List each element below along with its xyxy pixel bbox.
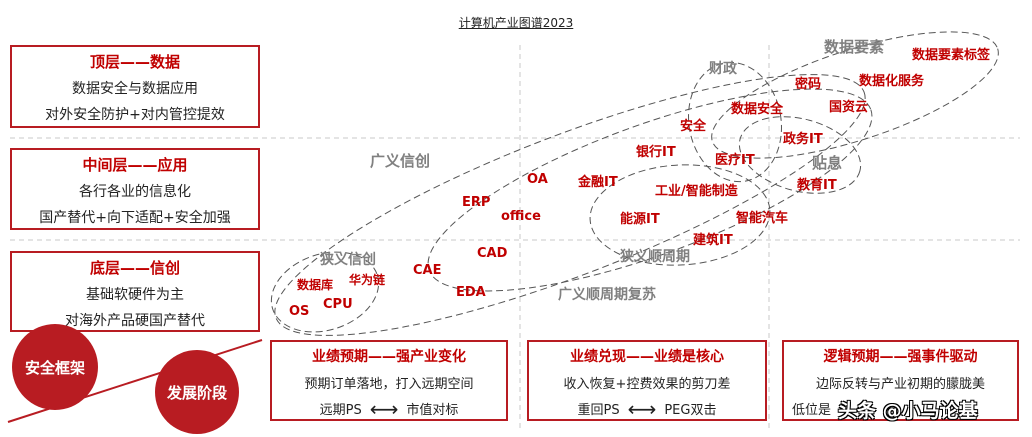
subsidy-ellipse (738, 116, 862, 194)
finance-ellipse (688, 61, 782, 183)
stage-right: 市值对标 (406, 403, 459, 418)
stage-left: 远期PS (319, 403, 362, 418)
item-data-security: 数据安全 (731, 102, 784, 117)
item-industrial: 工业/智能制造 (655, 184, 738, 199)
layer-line: 对外安全防护+对内管控提效 (45, 107, 225, 123)
broad-cycle-ellipse (427, 88, 873, 292)
security-framework-circle: 安全框架 (12, 324, 98, 410)
item-cad: CAD (477, 246, 508, 261)
item-cae: CAE (413, 263, 442, 278)
group-label: 狭义信创 (320, 252, 376, 268)
item-construction-it: 建筑IT (693, 233, 733, 248)
item-crypto: 密码 (795, 77, 822, 92)
broad-xinchuang-ellipse (274, 74, 866, 336)
stage-line: 收入恢复+控费效果的剪刀差 (563, 377, 731, 392)
layer-heading: 顶层——数据 (89, 53, 180, 71)
stage-line: 低位是 (792, 403, 832, 418)
narrow-xinchuang-ellipse (270, 251, 380, 333)
group-label: 财政 (709, 61, 737, 77)
item-erp: ERP (462, 195, 491, 210)
item-data-service: 数据化服务 (859, 74, 925, 89)
page-title: 计算机产业图谱2023 (458, 16, 574, 30)
item-gov-it: 政务IT (783, 132, 823, 147)
stage-box-2: 业绩兑现——业绩是核心 收入恢复+控费效果的剪刀差 重回PS ⟷ PEG双击 (527, 340, 767, 421)
item-database: 数据库 (297, 278, 334, 292)
item-cpu: CPU (323, 297, 353, 312)
layer-line: 国产替代+向下适配+安全加强 (39, 210, 231, 226)
item-os: OS (289, 304, 310, 319)
item-oa: OA (527, 172, 548, 187)
layer-line: 各行各业的信息化 (79, 184, 191, 200)
item-huawei: 华为链 (349, 273, 386, 287)
stage-heading: 逻辑预期——强事件驱动 (823, 349, 978, 365)
layer-heading: 底层——信创 (89, 259, 180, 277)
narrow-cycle-ellipse (589, 164, 771, 266)
item-state-cloud: 国资云 (829, 100, 869, 115)
item-energy-it: 能源IT (620, 212, 660, 227)
item-security: 安全 (680, 119, 707, 134)
double-arrow-icon: ⟷ (369, 396, 399, 421)
stage-box-1: 业绩预期——强产业变化 预期订单落地，打入远期空间 远期PS ⟷ 市值对标 (270, 340, 508, 421)
layer-line: 数据安全与数据应用 (72, 81, 198, 97)
group-label: 贴息 (812, 154, 843, 172)
layer-middle-box: 中间层——应用 各行各业的信息化 国产替代+向下适配+安全加强 (10, 148, 260, 230)
layer-line: 基础软硬件为主 (86, 287, 184, 303)
group-label: 狭义顺周期 (620, 249, 690, 265)
layer-bottom-box: 底层——信创 基础软硬件为主 对海外产品硬国产替代 (10, 251, 260, 332)
layer-heading: 中间层——应用 (82, 156, 188, 174)
item-data-label: 数据要素标签 (912, 48, 991, 63)
item-fin-it: 金融IT (578, 175, 618, 190)
item-edu-it: 教育IT (797, 178, 837, 193)
stage-heading: 业绩兑现——业绩是核心 (570, 349, 724, 365)
group-label: 数据要素 (824, 38, 885, 56)
item-eda: EDA (456, 285, 486, 300)
group-label: 广义信创 (370, 152, 431, 170)
double-arrow-icon: ⟷ (627, 396, 657, 421)
stage-line: 预期订单落地，打入远期空间 (304, 377, 474, 392)
item-bank-it: 银行IT (636, 145, 676, 160)
watermark: 头条 @小马论基 (838, 400, 978, 422)
layer-top-box: 顶层——数据 数据安全与数据应用 对外安全防护+对内管控提效 (10, 45, 260, 128)
stage-box-3: 逻辑预期——强事件驱动 边际反转与产业初期的朦胧美 低位是 (782, 340, 1019, 421)
stage-line: 边际反转与产业初期的朦胧美 (815, 377, 985, 392)
stage-right: PEG双击 (664, 403, 717, 418)
stage-heading: 业绩预期——强产业变化 (312, 349, 466, 365)
item-smart-car: 智能汽车 (736, 211, 789, 226)
group-label: 广义顺周期复苏 (558, 287, 656, 303)
development-stage-circle: 发展阶段 (155, 350, 239, 434)
layer-line: 对海外产品硬国产替代 (65, 313, 205, 329)
item-office: office (501, 209, 541, 224)
stage-left: 重回PS (577, 403, 620, 418)
item-medical-it: 医疗IT (715, 153, 755, 168)
